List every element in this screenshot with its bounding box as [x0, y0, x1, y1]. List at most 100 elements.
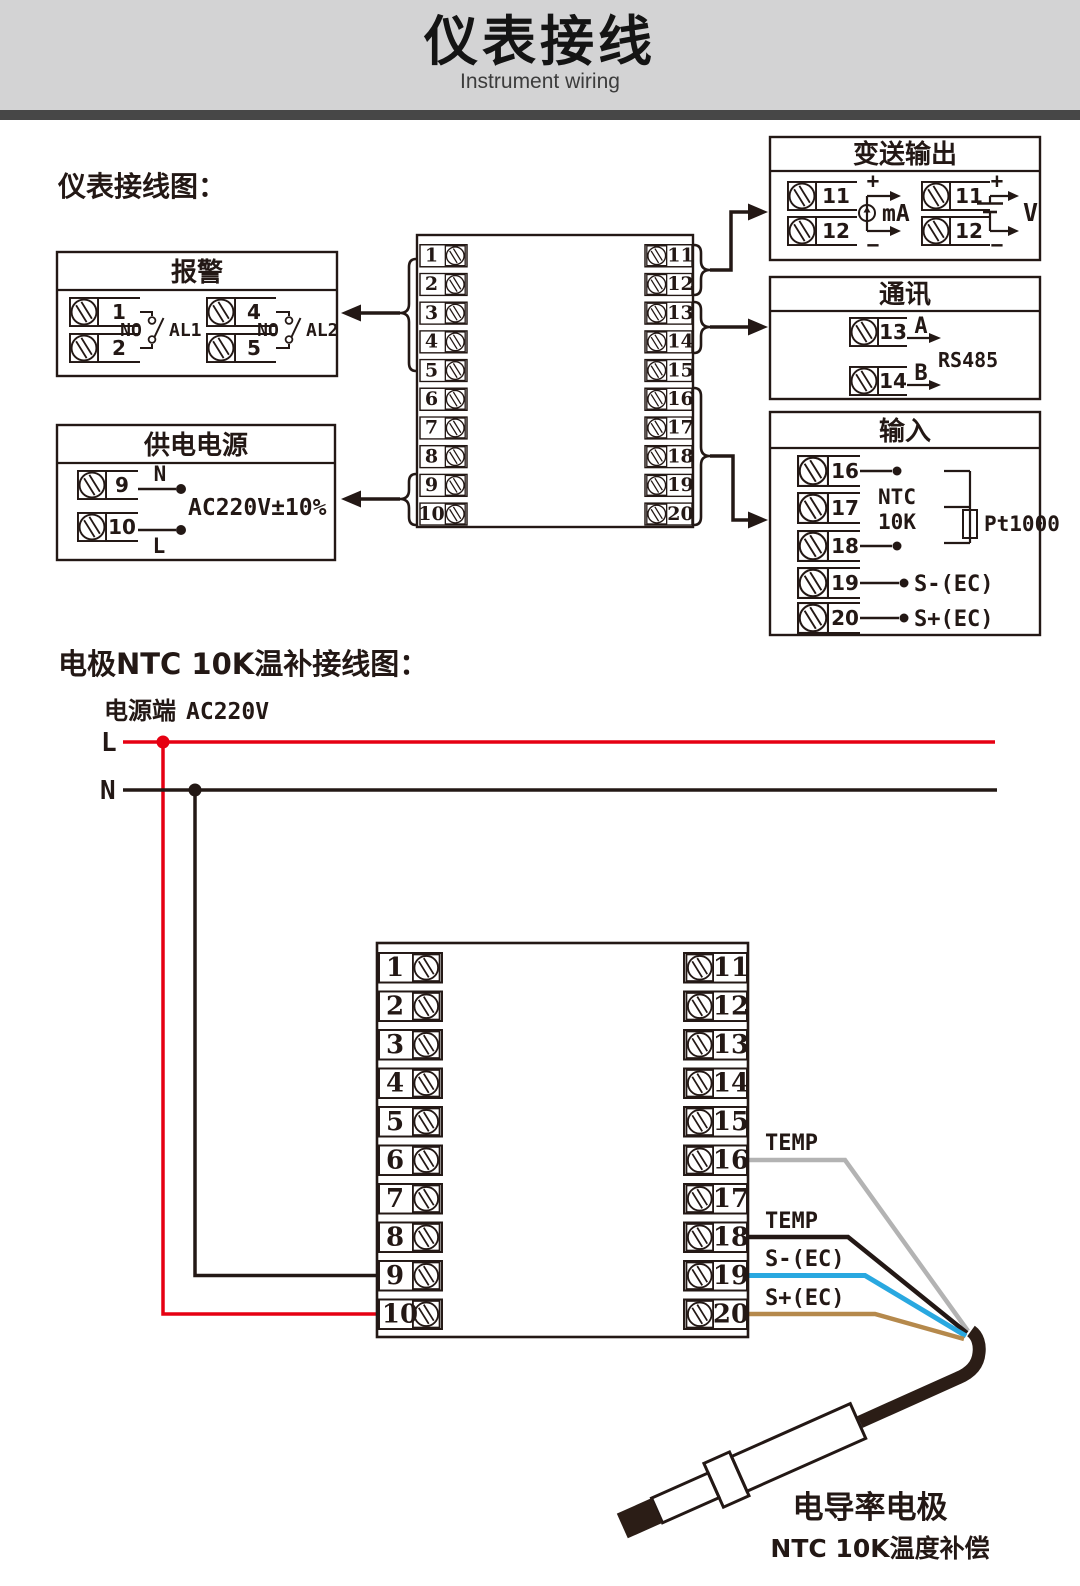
terminal-number: 6	[425, 388, 438, 410]
alarm-title: 报警	[171, 257, 223, 288]
electrode-tip	[616, 1498, 663, 1539]
v-minus-label: −	[991, 233, 1004, 257]
top-terminal-block: 1 2 3 4 5 6 7 8 9 10 11 12 13 14 15 16 1…	[415, 233, 695, 529]
terminal-number: 19	[713, 1261, 749, 1291]
screw-icon	[77, 470, 107, 500]
alarm-al1-label: AL1	[169, 320, 202, 341]
terminal-number: 8	[386, 1223, 404, 1253]
alarm-terminal-2: 2	[112, 336, 126, 360]
terminal-number: 3	[425, 302, 438, 324]
ntc-wiring-diagram: 电源端 AC220V L N TEMP TEMP S-(EC) S+(EC) 1	[100, 697, 997, 1563]
comm-title: 通讯	[879, 280, 931, 310]
terminal-number: 3	[386, 1030, 404, 1060]
comm-terminal-13: 13	[879, 320, 907, 344]
power-title: 供电电源	[143, 431, 248, 461]
alarm-no1-label: NO	[120, 320, 142, 341]
terminal-number: 12	[667, 273, 693, 295]
screw-icon	[797, 492, 829, 524]
s-minus-wire-label: S-(EC)	[765, 1247, 844, 1272]
live-line-label: L	[101, 728, 117, 758]
terminal-number: 9	[386, 1261, 404, 1291]
screw-icon	[921, 216, 951, 246]
input-terminal-19: 19	[831, 571, 859, 595]
bottom-section-label: 电极NTC 10K温补接线图：	[58, 647, 428, 681]
alarm-terminal-5: 5	[247, 336, 261, 360]
ntc-label-line2: 10K	[878, 510, 916, 534]
screw-icon	[797, 602, 829, 634]
terminal-number: 18	[667, 445, 693, 467]
screw-icon	[797, 455, 829, 487]
page-header: 仪表接线 Instrument wiring	[0, 0, 1080, 120]
ma-minus-label: −	[867, 233, 880, 257]
rs485-b-label: B	[914, 361, 927, 386]
terminal-number: 16	[667, 388, 693, 410]
screw-icon	[77, 512, 107, 542]
terminal-number: 10	[418, 503, 444, 525]
output-v-terminal-12: 12	[955, 219, 983, 243]
input-terminal-17: 17	[831, 496, 859, 520]
bottom-terminal-block: 1 2 3 4 5 6 7 8 9 10 11 12 13 14 15 16 1…	[375, 941, 750, 1339]
terminal-number: 13	[713, 1030, 749, 1060]
s-plus-wire-label: S+(EC)	[765, 1286, 844, 1311]
input-box: 输入 16 17 NTC 10K 18 Pt1000	[768, 410, 1060, 637]
output-ma-terminal-11: 11	[822, 184, 850, 208]
terminal-number: 15	[713, 1107, 749, 1137]
ma-plus-label: +	[867, 169, 880, 193]
neutral-line-label: N	[100, 776, 116, 806]
temp-gray-label: TEMP	[765, 1131, 818, 1156]
alarm-box: 报警 1 2 NO AL1 4 5 NO AL2	[55, 250, 339, 378]
terminal-number: 19	[667, 474, 693, 496]
pt1000-label: Pt1000	[984, 512, 1060, 536]
comm-terminal-14: 14	[879, 369, 907, 393]
electrode-note: NTC 10K温度补偿	[770, 1534, 989, 1563]
power-terminal-9: 9	[115, 473, 129, 497]
terminal-number: 9	[425, 474, 438, 496]
terminal-number: 2	[425, 273, 438, 295]
screw-icon	[206, 297, 236, 327]
input-terminal-18: 18	[831, 534, 859, 558]
terminal-number: 2	[386, 992, 404, 1022]
top-section-label: 仪表接线图：	[57, 170, 226, 203]
terminal-number: 12	[713, 992, 749, 1022]
live-label: L	[153, 534, 166, 558]
page-title: 仪表接线	[424, 10, 656, 73]
terminal-number: 13	[667, 302, 693, 324]
transmit-output-box: 变送输出 11 12 + − mA 11 12	[768, 135, 1042, 262]
page-subtitle: Instrument wiring	[460, 70, 620, 93]
s-plus-wire-brown	[748, 1311, 965, 1342]
screw-icon	[797, 530, 829, 562]
rs485-a-label: A	[914, 314, 927, 339]
s-minus-wire-blue	[748, 1273, 968, 1339]
screw-icon	[206, 333, 236, 363]
s-minus-label: S-(EC)	[914, 572, 993, 597]
terminal-number: 4	[386, 1069, 404, 1099]
output-title: 变送输出	[853, 139, 957, 170]
s-plus-label: S+(EC)	[914, 607, 993, 632]
electrode-cable	[857, 1325, 986, 1428]
screw-icon	[921, 181, 951, 211]
terminal-number: 7	[386, 1184, 404, 1214]
terminal-number: 6	[386, 1146, 404, 1176]
ntc-label-line1: NTC	[878, 485, 916, 509]
terminal-number: 15	[667, 359, 693, 381]
terminal-number: 20	[713, 1300, 749, 1330]
alarm-al2-label: AL2	[306, 320, 339, 341]
terminal-number: 17	[667, 417, 693, 439]
terminal-number: 8	[425, 445, 438, 467]
header-accent-bar	[0, 110, 1080, 120]
screw-icon	[787, 181, 817, 211]
alarm-terminal-1: 1	[112, 300, 126, 324]
terminal-number: 10	[382, 1300, 418, 1330]
alarm-no2-label: NO	[257, 320, 279, 341]
terminal-number: 18	[713, 1223, 749, 1253]
alarm-terminal-4: 4	[247, 300, 261, 324]
temp-wire-black	[748, 1234, 969, 1335]
terminal-number: 7	[425, 417, 438, 439]
terminal-number: 1	[425, 245, 438, 267]
conductivity-electrode	[616, 1401, 868, 1539]
terminal-number: 17	[713, 1184, 749, 1214]
neutral-label: N	[154, 462, 167, 486]
terminal-number: 16	[713, 1146, 749, 1176]
